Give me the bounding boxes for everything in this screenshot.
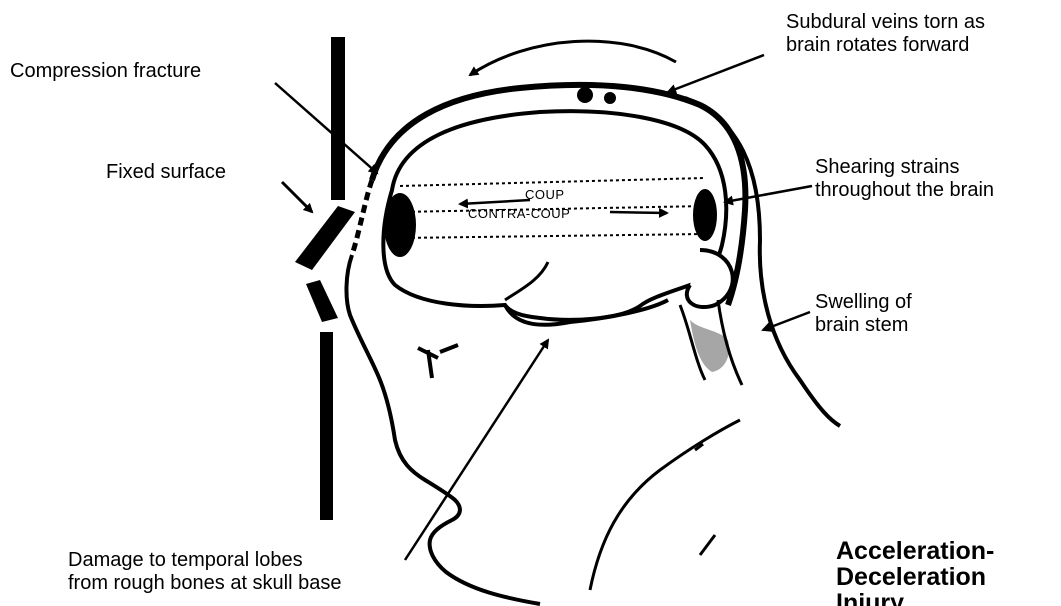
coup-label: COUP bbox=[525, 187, 565, 202]
contra-coup-label: CONTRA-COUP bbox=[468, 206, 570, 221]
title-line-2: Deceleration bbox=[836, 564, 994, 590]
ear-mark bbox=[418, 345, 458, 378]
rotation-arrow bbox=[470, 41, 676, 75]
fixed-surface-slab-lower bbox=[306, 280, 338, 322]
chin-mark bbox=[700, 535, 715, 555]
temporal-damage-line-2: from rough bones at skull base bbox=[68, 572, 342, 595]
fixed-surface-text: Fixed surface bbox=[106, 161, 226, 184]
swelling-line-1: Swelling of bbox=[815, 291, 912, 314]
contra-coup-arrow bbox=[610, 212, 667, 213]
top-vein-spot-2 bbox=[604, 92, 616, 104]
diagram-title: Acceleration- Deceleration Injury bbox=[836, 538, 994, 606]
subdural-veins-line-1: Subdural veins torn as bbox=[786, 11, 985, 34]
swelling-line-2: brain stem bbox=[815, 314, 912, 337]
skull-front bbox=[352, 180, 372, 255]
temporal-damage-label: Damage to temporal lobes from rough bone… bbox=[68, 549, 342, 595]
compression-fracture-label: Compression fracture bbox=[10, 60, 201, 83]
shearing-strains-label: Shearing strains throughout the brain bbox=[815, 156, 994, 202]
wall-bar-upper bbox=[331, 37, 345, 200]
shearing-strains-line-2: throughout the brain bbox=[815, 179, 994, 202]
subdural-veins-label: Subdural veins torn as brain rotates for… bbox=[786, 11, 985, 57]
leader-shearing bbox=[725, 186, 812, 202]
fixed-surface-label: Fixed surface bbox=[106, 161, 226, 184]
title-line-3: Injury bbox=[836, 590, 994, 606]
leader-temporal bbox=[405, 340, 548, 560]
leader-fixed-surface bbox=[282, 182, 312, 212]
leader-compression bbox=[275, 83, 377, 173]
temporal-damage-line-1: Damage to temporal lobes bbox=[68, 549, 342, 572]
fixed-surface-slab bbox=[295, 206, 355, 270]
top-vein-spot bbox=[577, 87, 593, 103]
coup-contusion bbox=[384, 193, 416, 257]
swelling-label: Swelling of brain stem bbox=[815, 291, 912, 337]
subdural-veins-line-2: brain rotates forward bbox=[786, 34, 985, 57]
title-line-1: Acceleration- bbox=[836, 538, 994, 564]
wall-bar-lower bbox=[320, 332, 333, 520]
compression-fracture-text: Compression fracture bbox=[10, 60, 201, 83]
neck-outline bbox=[590, 420, 740, 590]
shearing-strains-line-1: Shearing strains bbox=[815, 156, 994, 179]
leader-subdural bbox=[668, 55, 764, 92]
